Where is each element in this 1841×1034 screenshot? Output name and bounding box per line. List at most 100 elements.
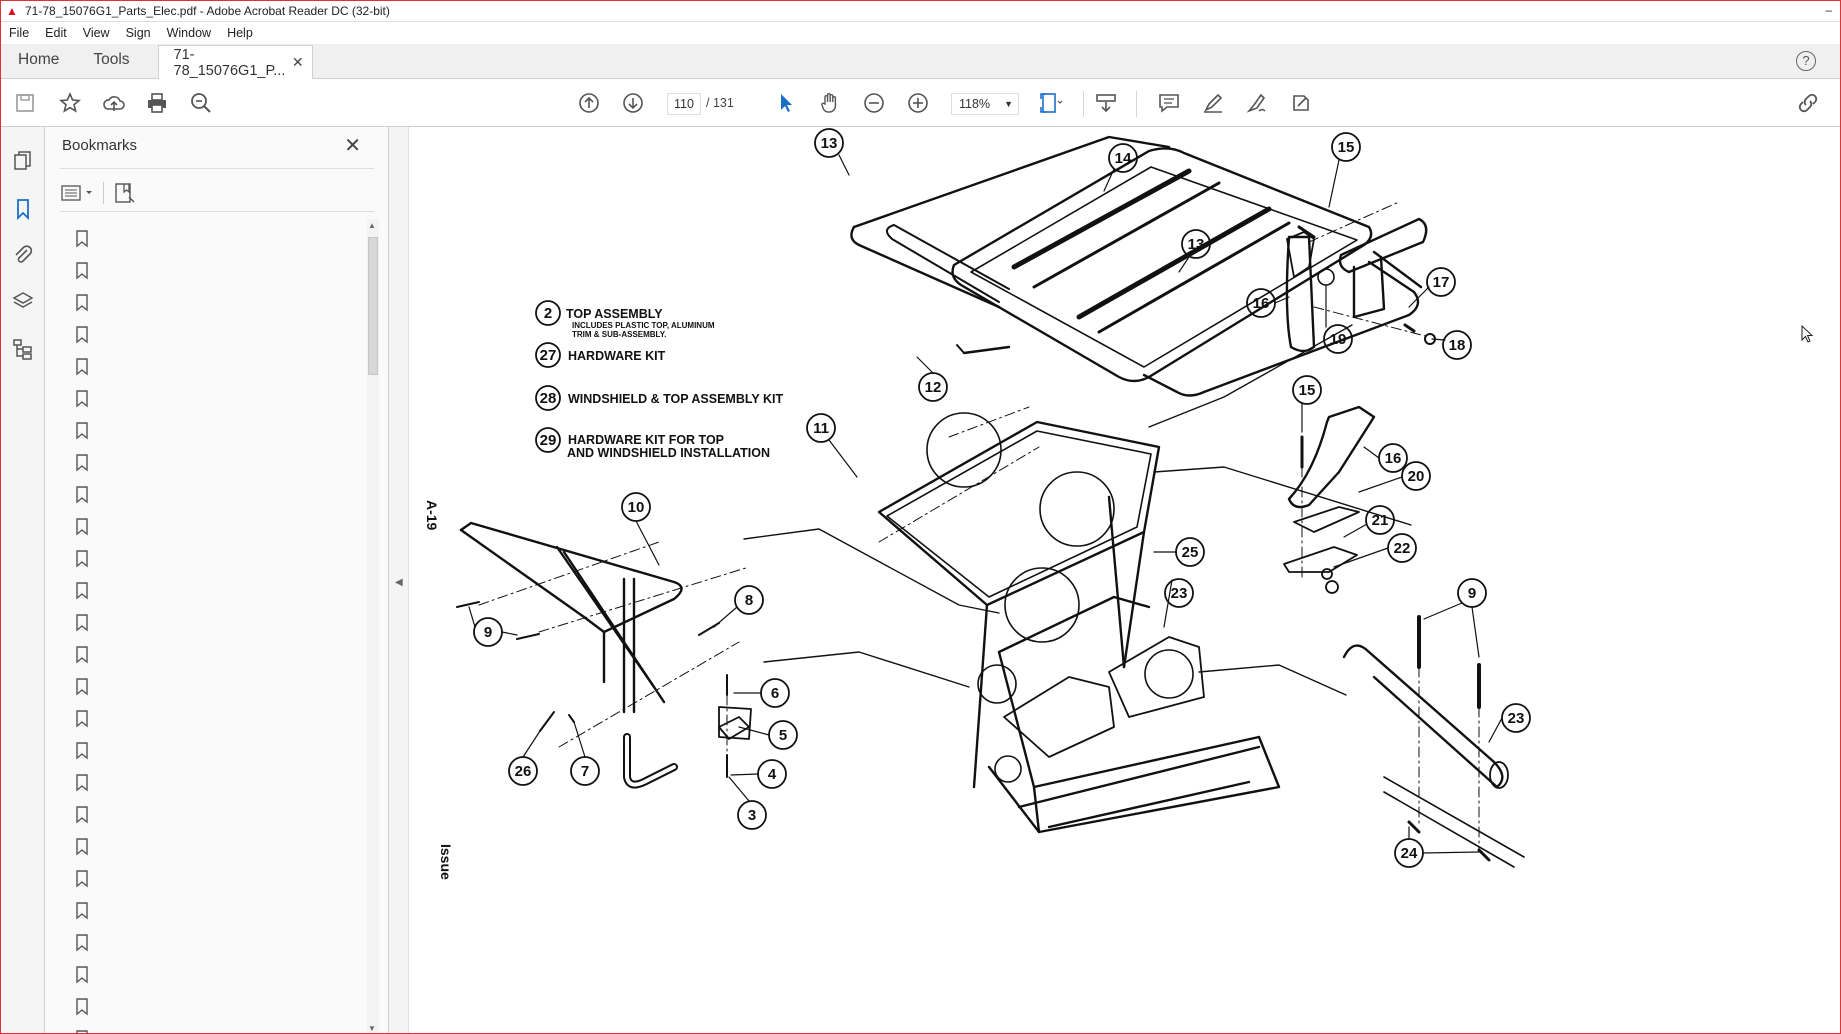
bookmark-item[interactable]: [75, 479, 335, 511]
bookmark-item[interactable]: [75, 927, 335, 959]
bookmark-item[interactable]: [75, 383, 335, 415]
svg-text:2: 2: [544, 305, 552, 322]
bookmark-icon: [76, 326, 88, 344]
tab-home[interactable]: Home: [18, 51, 60, 68]
bookmark-item[interactable]: [75, 447, 335, 479]
bookmark-item[interactable]: [75, 639, 335, 671]
bookmark-item[interactable]: [75, 1023, 335, 1033]
zoom-level-select[interactable]: 118% ▼: [951, 93, 1019, 115]
tab-document[interactable]: 71-78_15076G1_P... ✕: [157, 45, 313, 79]
bookmark-item[interactable]: [75, 863, 335, 895]
page-thumbnails-icon[interactable]: [11, 149, 35, 173]
bookmark-icon: [76, 550, 88, 568]
left-navigation-rail: [1, 127, 45, 1033]
bookmark-item[interactable]: [75, 319, 335, 351]
svg-text:13: 13: [821, 135, 838, 152]
next-page-icon[interactable]: [619, 89, 647, 117]
svg-text:20: 20: [1408, 468, 1425, 485]
bookmarks-scrollbar[interactable]: ▲ ▼: [367, 219, 379, 1033]
bookmark-item[interactable]: [75, 351, 335, 383]
minimize-icon[interactable]: –: [1825, 3, 1832, 17]
new-bookmark-icon[interactable]: [114, 182, 136, 204]
bookmark-item[interactable]: [75, 895, 335, 927]
previous-page-icon[interactable]: [575, 89, 603, 117]
close-tab-icon[interactable]: ✕: [291, 54, 304, 70]
svg-text:27: 27: [540, 347, 557, 364]
share-link-icon[interactable]: [1794, 89, 1822, 117]
sign-icon[interactable]: [1243, 89, 1271, 117]
scroll-thumb[interactable]: [368, 237, 378, 375]
bookmarks-panel-icon[interactable]: [11, 197, 35, 221]
bookmark-item[interactable]: [75, 607, 335, 639]
page-number-input[interactable]: 110: [667, 93, 701, 115]
bookmark-item[interactable]: [75, 735, 335, 767]
bookmark-item[interactable]: [75, 255, 335, 287]
help-icon[interactable]: ?: [1796, 51, 1816, 71]
svg-text:3: 3: [748, 807, 756, 824]
tab-tools[interactable]: Tools: [93, 51, 130, 68]
menu-window[interactable]: Window: [166, 26, 212, 40]
zoom-search-icon[interactable]: [187, 89, 215, 117]
scroll-up-icon[interactable]: ▲: [368, 221, 376, 230]
print-icon[interactable]: [143, 89, 171, 117]
bookmark-item[interactable]: [75, 415, 335, 447]
bookmark-item[interactable]: [75, 223, 335, 255]
menu-edit[interactable]: Edit: [45, 26, 67, 40]
panel-toolbar: [61, 179, 136, 207]
zoom-in-icon[interactable]: [904, 89, 932, 117]
bookmark-item[interactable]: [75, 799, 335, 831]
bookmark-icon: [76, 902, 88, 920]
menu-help[interactable]: Help: [227, 26, 253, 40]
bookmark-options-icon[interactable]: [61, 183, 97, 203]
bookmark-icon: [76, 582, 88, 600]
upload-cloud-icon[interactable]: [100, 89, 128, 117]
bookmark-icon: [76, 870, 88, 888]
bookmark-item[interactable]: [75, 671, 335, 703]
page-total: / 131: [706, 96, 734, 110]
zoom-level-value: 118%: [959, 97, 991, 111]
scroll-mode-icon[interactable]: [1092, 89, 1120, 117]
bookmark-item[interactable]: [75, 959, 335, 991]
bookmark-item[interactable]: [75, 543, 335, 575]
select-cursor-icon[interactable]: [772, 89, 800, 117]
bookmark-icon: [76, 646, 88, 664]
highlight-pen-icon[interactable]: [1199, 89, 1227, 117]
svg-text:13: 13: [1188, 236, 1205, 253]
comment-icon[interactable]: [1155, 89, 1183, 117]
bookmark-item[interactable]: [75, 703, 335, 735]
menu-file[interactable]: File: [9, 26, 30, 40]
bookmark-item[interactable]: [75, 511, 335, 543]
bookmark-item[interactable]: [75, 991, 335, 1023]
close-panel-icon[interactable]: ✕: [344, 135, 361, 157]
bookmark-icon: [76, 678, 88, 696]
bookmark-icon: [76, 966, 88, 984]
bookmark-icon: [76, 742, 88, 760]
layers-icon[interactable]: [11, 289, 35, 313]
bookmark-item[interactable]: [75, 767, 335, 799]
scroll-down-icon[interactable]: ▼: [368, 1024, 376, 1033]
zoom-out-icon[interactable]: [860, 89, 888, 117]
bookmark-star-icon[interactable]: [56, 89, 84, 117]
fit-page-icon[interactable]: [1037, 89, 1065, 117]
title-bar: ▲ 71-78_15076G1_Parts_Elec.pdf - Adobe A…: [1, 1, 1840, 22]
content-tree-icon[interactable]: [11, 337, 35, 361]
svg-text:18: 18: [1449, 337, 1466, 354]
panel-collapse-bar[interactable]: ◀: [389, 127, 409, 1033]
bookmark-item[interactable]: [75, 287, 335, 319]
menu-sign[interactable]: Sign: [125, 26, 151, 40]
svg-text:14: 14: [1115, 150, 1132, 167]
save-icon[interactable]: [11, 89, 39, 117]
hand-tool-icon[interactable]: [816, 89, 844, 117]
bookmark-icon: [76, 614, 88, 632]
menu-view[interactable]: View: [82, 26, 110, 40]
attachments-icon[interactable]: [11, 243, 35, 267]
bookmark-item[interactable]: [75, 575, 335, 607]
fill-sign-icon[interactable]: [1287, 89, 1315, 117]
bookmark-item[interactable]: [75, 831, 335, 863]
bookmark-icon: [76, 710, 88, 728]
mouse-cursor-icon: [1801, 325, 1814, 343]
collapse-arrow-icon[interactable]: ◀: [395, 577, 403, 588]
acrobat-icon: ▲: [6, 4, 18, 18]
bookmark-icon: [76, 486, 88, 504]
